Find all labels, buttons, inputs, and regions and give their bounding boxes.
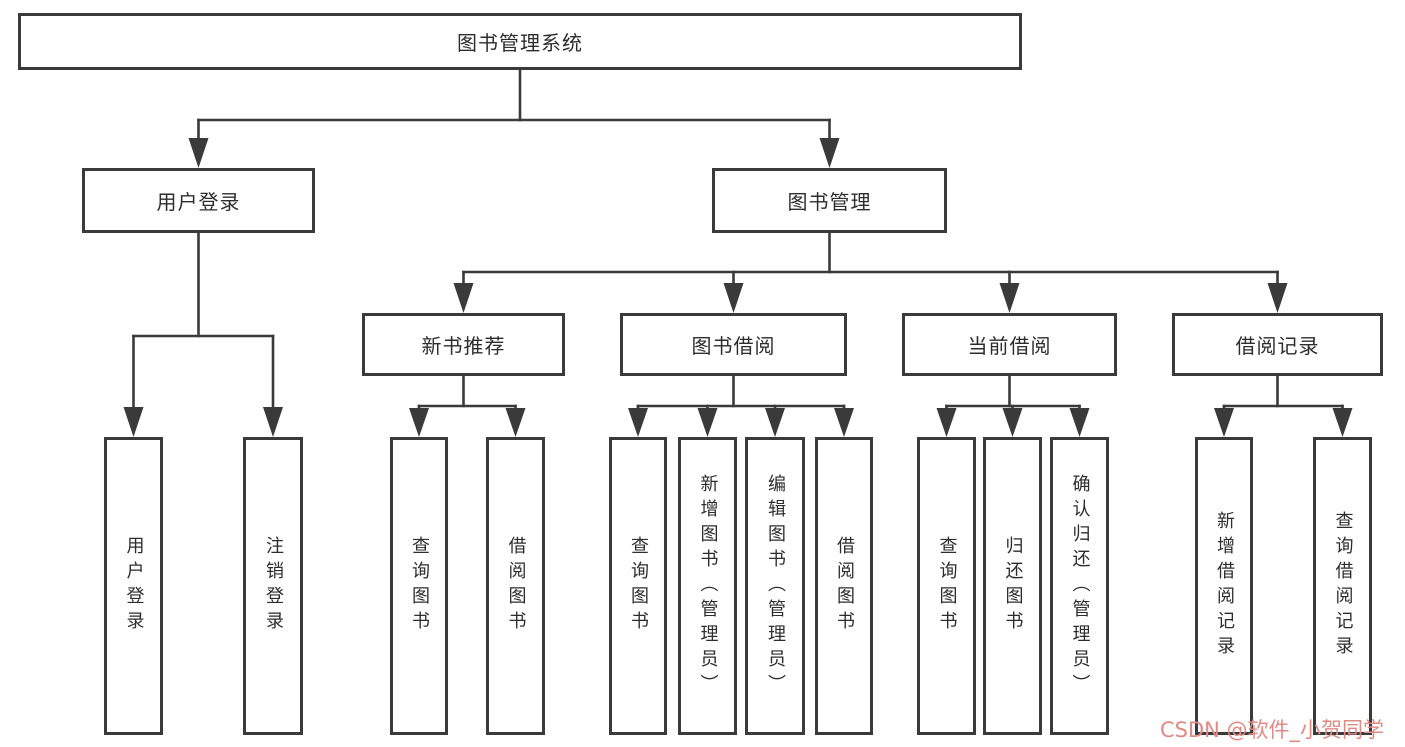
arrowhead-icon bbox=[1069, 408, 1090, 437]
arrowhead-icon bbox=[723, 283, 744, 313]
node-leaf-nb-query: 查询图书 bbox=[390, 437, 448, 735]
arrowhead-icon bbox=[263, 407, 283, 437]
edge-root bbox=[188, 68, 840, 168]
node-label: 图书借阅 bbox=[691, 334, 776, 358]
node-leaf-bb-edit: 编辑图书（管理员） bbox=[745, 437, 805, 735]
edge-current bbox=[936, 374, 1090, 437]
node-leaf-user-login: 用户登录 bbox=[104, 437, 163, 735]
arrowhead-icon bbox=[765, 408, 785, 437]
arrowhead-icon bbox=[999, 283, 1020, 313]
node-label: 图书管理 bbox=[787, 190, 872, 214]
node-label: 用户登录 bbox=[123, 536, 145, 636]
node-leaf-nb-borrow: 借阅图书 bbox=[486, 437, 545, 735]
arrowhead-icon bbox=[1002, 408, 1023, 437]
edge-records bbox=[1214, 374, 1353, 437]
node-leaf-bb-add: 新增图书（管理员） bbox=[678, 437, 737, 735]
arrowhead-icon bbox=[697, 408, 718, 437]
arrowhead-icon bbox=[819, 138, 840, 168]
node-mgmt: 图书管理 bbox=[712, 168, 947, 233]
node-leaf-cur-confirm: 确认归还（管理员） bbox=[1050, 437, 1109, 735]
node-leaf-bb-borrow: 借阅图书 bbox=[815, 437, 873, 735]
node-current: 当前借阅 bbox=[902, 313, 1117, 376]
node-label: 查询图书 bbox=[409, 536, 430, 636]
node-leaf-cur-return: 归还图书 bbox=[983, 437, 1042, 735]
arrowhead-icon bbox=[936, 408, 957, 437]
node-label: 新书推荐 bbox=[421, 334, 506, 358]
watermark-text: CSDN @软件_小贺同学 bbox=[1160, 718, 1385, 742]
node-label: 用户登录 bbox=[156, 190, 241, 214]
node-label: 当前借阅 bbox=[967, 334, 1052, 358]
arrowhead-icon bbox=[188, 138, 209, 168]
node-leaf-bb-query: 查询图书 bbox=[609, 437, 667, 735]
node-label: 查询图书 bbox=[628, 536, 649, 636]
arrowhead-icon bbox=[834, 408, 854, 437]
node-label: 新增图书（管理员） bbox=[697, 473, 719, 699]
node-leaf-rec-query: 查询借阅记录 bbox=[1313, 437, 1372, 735]
node-label: 借阅图书 bbox=[505, 536, 527, 636]
arrowhead-icon bbox=[1267, 283, 1288, 313]
node-label: 注销登录 bbox=[263, 536, 284, 636]
node-login: 用户登录 bbox=[82, 168, 315, 233]
arrowhead-icon bbox=[1214, 408, 1234, 437]
node-label: 归还图书 bbox=[1002, 536, 1024, 636]
edge-login bbox=[123, 231, 283, 437]
node-label: 编辑图书（管理员） bbox=[765, 473, 786, 699]
node-label: 查询图书 bbox=[936, 536, 958, 636]
node-label: 借阅图书 bbox=[834, 536, 855, 636]
arrowhead-icon bbox=[453, 283, 474, 313]
node-leaf-logout: 注销登录 bbox=[243, 437, 303, 735]
edge-mgmt bbox=[453, 231, 1288, 313]
arrowhead-icon bbox=[628, 408, 648, 437]
node-borrow: 图书借阅 bbox=[620, 313, 847, 376]
edge-newbook bbox=[409, 374, 526, 437]
node-leaf-rec-add: 新增借阅记录 bbox=[1195, 437, 1253, 735]
node-label: 查询借阅记录 bbox=[1332, 511, 1354, 661]
node-newbook: 新书推荐 bbox=[362, 313, 565, 376]
arrowhead-icon bbox=[1332, 408, 1353, 437]
edge-borrow bbox=[628, 374, 854, 437]
arrowhead-icon bbox=[505, 408, 526, 437]
node-label: 新增借阅记录 bbox=[1214, 511, 1235, 661]
arrowhead-icon bbox=[409, 408, 429, 437]
node-label: 确认归还（管理员） bbox=[1069, 473, 1091, 699]
node-root: 图书管理系统 bbox=[18, 13, 1022, 70]
node-leaf-cur-query: 查询图书 bbox=[917, 437, 976, 735]
arrowhead-icon bbox=[123, 407, 144, 437]
node-records: 借阅记录 bbox=[1172, 313, 1383, 376]
node-label: 图书管理系统 bbox=[457, 31, 583, 55]
node-label: 借阅记录 bbox=[1235, 334, 1320, 358]
